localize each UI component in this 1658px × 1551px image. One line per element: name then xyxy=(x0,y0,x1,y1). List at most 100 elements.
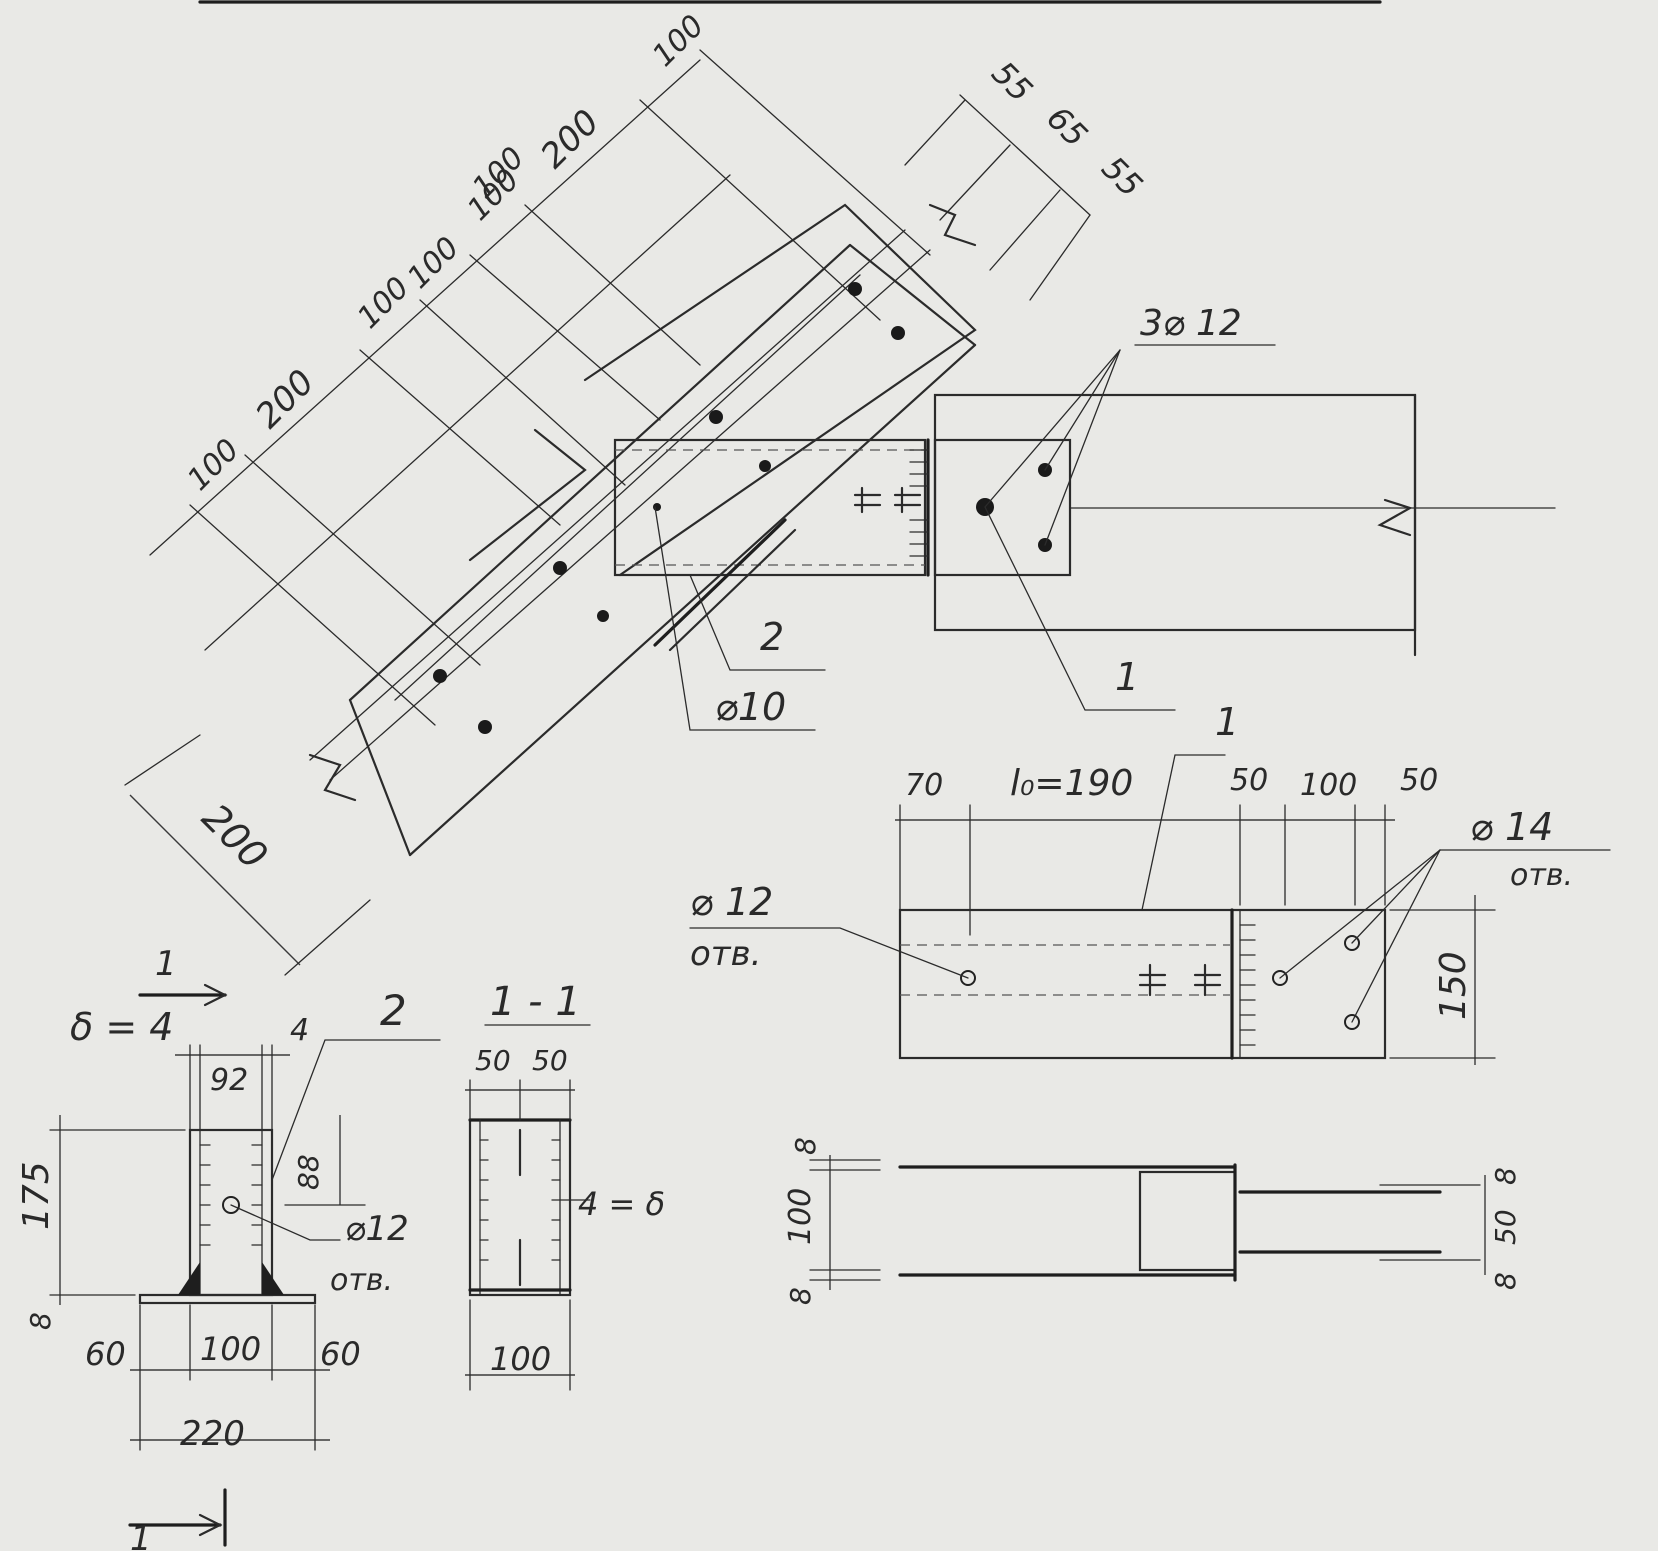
bolt xyxy=(848,282,862,296)
ext-tick xyxy=(639,99,881,321)
plan-dim-label: 8 xyxy=(784,1287,817,1305)
ext-tick xyxy=(189,504,436,726)
end-dim-line xyxy=(959,94,1091,216)
end-ext xyxy=(904,99,966,166)
ext-line-2 xyxy=(394,274,861,701)
column-thickness-right: 4 xyxy=(290,1013,309,1048)
column-total-label: 220 xyxy=(180,1414,245,1454)
callout-phi10: ⌀10 xyxy=(715,685,786,729)
plate-dim-label: 50 xyxy=(1230,763,1268,798)
leader-phi10 xyxy=(654,506,816,731)
ext-tick xyxy=(469,254,661,421)
dim-label-200: 200 xyxy=(194,795,276,877)
weld-fillet-left xyxy=(178,1262,200,1295)
dim-ext-200 xyxy=(124,734,201,786)
leader-pos2 xyxy=(271,1039,441,1181)
column-height-label: 175 xyxy=(16,1161,57,1230)
dim-label: 200 xyxy=(248,362,322,436)
diagonal-member-lower-edge xyxy=(408,343,977,857)
section-bottom-label: 100 xyxy=(490,1340,551,1378)
ext-tick xyxy=(359,349,561,526)
bolt xyxy=(597,610,609,622)
plate-weld-ticks xyxy=(1239,924,1256,1046)
column-weld-ticks xyxy=(199,1144,263,1246)
bolt xyxy=(433,669,447,683)
horizontal-member xyxy=(933,393,1417,632)
plan-dim-label: 100 xyxy=(783,1188,818,1245)
plan-dim-label: 8 xyxy=(1489,1167,1522,1185)
ext-tick xyxy=(699,49,931,256)
column-hole-label: ⌀12 xyxy=(345,1209,409,1249)
bolt-small xyxy=(653,503,661,511)
leader xyxy=(984,349,1121,508)
plan-view: 8 100 8 8 50 8 xyxy=(783,1137,1522,1305)
leader-pos2 xyxy=(689,574,826,671)
plate-dim-label: 50 xyxy=(1400,763,1438,798)
callout-3phi12: 3⌀ 12 xyxy=(1140,303,1242,344)
leader-phi12 xyxy=(689,927,969,979)
plate-dim-label: 70 xyxy=(905,768,943,803)
break-symbol-lower xyxy=(308,753,357,802)
bolt xyxy=(891,326,905,340)
break-symbol-upper xyxy=(928,203,977,247)
section-arrowhead-bottom xyxy=(198,1513,223,1537)
base-plate xyxy=(138,1293,317,1305)
column-base-label: 8 xyxy=(24,1312,57,1330)
dim-line-200 xyxy=(129,794,301,966)
connection-plate xyxy=(933,438,1072,577)
dim-label: 100 xyxy=(181,432,246,497)
leader xyxy=(1351,849,1441,1023)
leader xyxy=(1044,349,1121,546)
bolt xyxy=(478,720,492,734)
stiffener-pos2-edge xyxy=(668,528,797,652)
member-centerline-1 xyxy=(329,249,931,781)
dim-label: 100 xyxy=(401,230,466,295)
stiffener-pos2 xyxy=(653,518,787,647)
section-dim-label: 50 xyxy=(475,1044,511,1077)
hole12-label-sub: отв. xyxy=(690,934,761,974)
weld-ticks xyxy=(909,449,929,557)
plate-dim-label: 100 xyxy=(1300,768,1357,803)
dim-ext-200 xyxy=(284,899,371,976)
ext-tick xyxy=(524,204,701,366)
gusset-node-plate xyxy=(613,438,927,577)
section-mark-top: 1 xyxy=(155,944,177,984)
hole12-label: ⌀ 12 xyxy=(690,880,773,924)
end-ext xyxy=(989,189,1061,271)
ext-tick xyxy=(244,454,481,666)
plate-pos-label: 1 xyxy=(1215,700,1239,744)
column-pos2: 2 xyxy=(380,986,407,1035)
callout-pos2: 2 xyxy=(760,615,784,659)
member-centerline-2 xyxy=(309,229,906,761)
diagonal-plate-lower-edge xyxy=(468,428,587,562)
plate-height-label: 150 xyxy=(1433,951,1474,1020)
leader-hole xyxy=(230,1204,341,1241)
plate-dim-label: l₀=190 xyxy=(1010,763,1133,804)
break-symbol-horizontal xyxy=(1377,498,1413,537)
column-88-label: 88 xyxy=(292,1154,325,1190)
ext-tick xyxy=(419,299,626,486)
bolt xyxy=(709,410,723,424)
section-mark-bottom: 1 xyxy=(130,1519,152,1551)
dim-label: 100 xyxy=(646,8,711,73)
column-bottom-dim-label: 100 xyxy=(200,1330,261,1368)
end-ext xyxy=(939,144,1011,221)
section-1-1: 1 - 1 50 50 4 = δ 100 xyxy=(465,979,665,1391)
section-arrowhead-top xyxy=(203,983,228,1007)
dimension-baseline xyxy=(149,59,701,556)
plan-dim-label: 50 xyxy=(1489,1209,1522,1245)
column-bottom-dim-label: 60 xyxy=(85,1335,126,1373)
hole14-label: ⌀ 14 xyxy=(1470,805,1553,849)
diagonal-member-end xyxy=(348,698,412,857)
hole14-label-sub: отв. xyxy=(1510,858,1573,893)
section-weld-ticks xyxy=(479,1139,561,1261)
weld-symbol xyxy=(853,486,922,514)
bolt xyxy=(759,460,771,472)
plan-dim-label: 8 xyxy=(789,1137,822,1155)
dim-label: 200 xyxy=(533,102,607,176)
plate-weld-symbol xyxy=(1138,963,1222,997)
plate-detail: 1 70 l₀=190 50 100 50 150 ⌀ 12 отв. ⌀ 14… xyxy=(689,700,1611,1065)
end-ext xyxy=(1029,214,1091,301)
